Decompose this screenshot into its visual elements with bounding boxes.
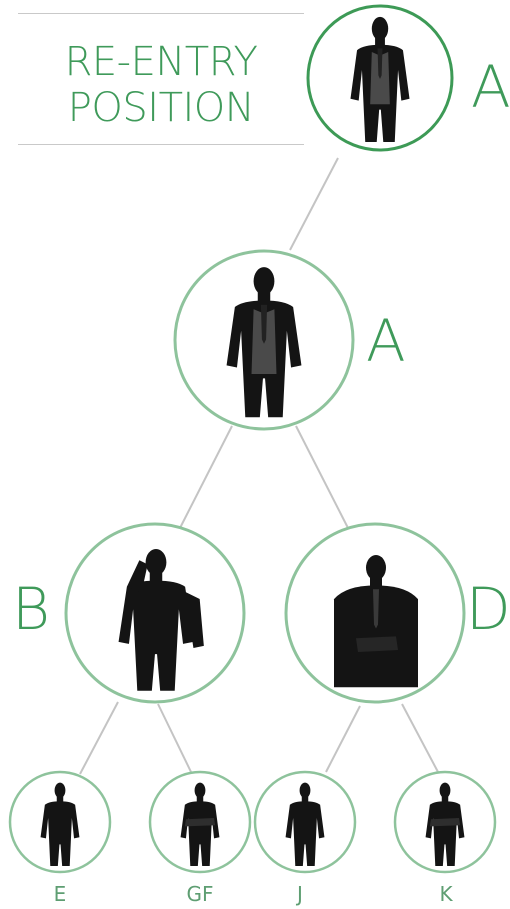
node-d	[284, 522, 466, 704]
businessman-arms-crossed-icon	[180, 782, 220, 866]
businessman-vest-icon	[350, 16, 410, 142]
node-gf	[148, 770, 252, 874]
node-k	[393, 770, 497, 874]
node-j	[253, 770, 357, 874]
connector-d-k	[401, 703, 439, 773]
node-j-label: J	[297, 882, 303, 906]
connector-d-j	[325, 705, 361, 773]
businessman-phone-icon	[118, 549, 204, 691]
businessman-hand-on-chest-icon	[334, 554, 418, 688]
connector-level2-b	[179, 425, 233, 529]
connector-level2-d	[295, 425, 349, 529]
connector-b-gf	[157, 703, 193, 775]
connector-root-level2	[289, 157, 339, 251]
businessman-arms-crossed-icon	[425, 782, 465, 866]
node-d-label: D	[466, 575, 510, 643]
title-line-2: POSITION	[67, 85, 255, 131]
title-bottom-rule	[18, 144, 304, 145]
connector-b-e	[79, 701, 119, 775]
node-b-label: B	[12, 575, 50, 643]
node-root	[306, 4, 454, 152]
node-root-label: A	[471, 53, 510, 121]
node-level2	[173, 249, 355, 431]
node-level2-label: A	[366, 307, 406, 375]
title-line-1: RE-ENTRY	[64, 39, 258, 85]
businessman-vest-icon	[226, 267, 302, 418]
node-b	[64, 522, 246, 704]
title-top-rule	[18, 13, 304, 14]
node-e-label: E	[53, 882, 67, 906]
node-gf-label: GF	[186, 882, 214, 906]
node-k-label: K	[439, 882, 453, 906]
connectors	[79, 157, 439, 775]
node-e	[8, 770, 112, 874]
title-block: RE-ENTRY POSITION	[18, 13, 304, 145]
